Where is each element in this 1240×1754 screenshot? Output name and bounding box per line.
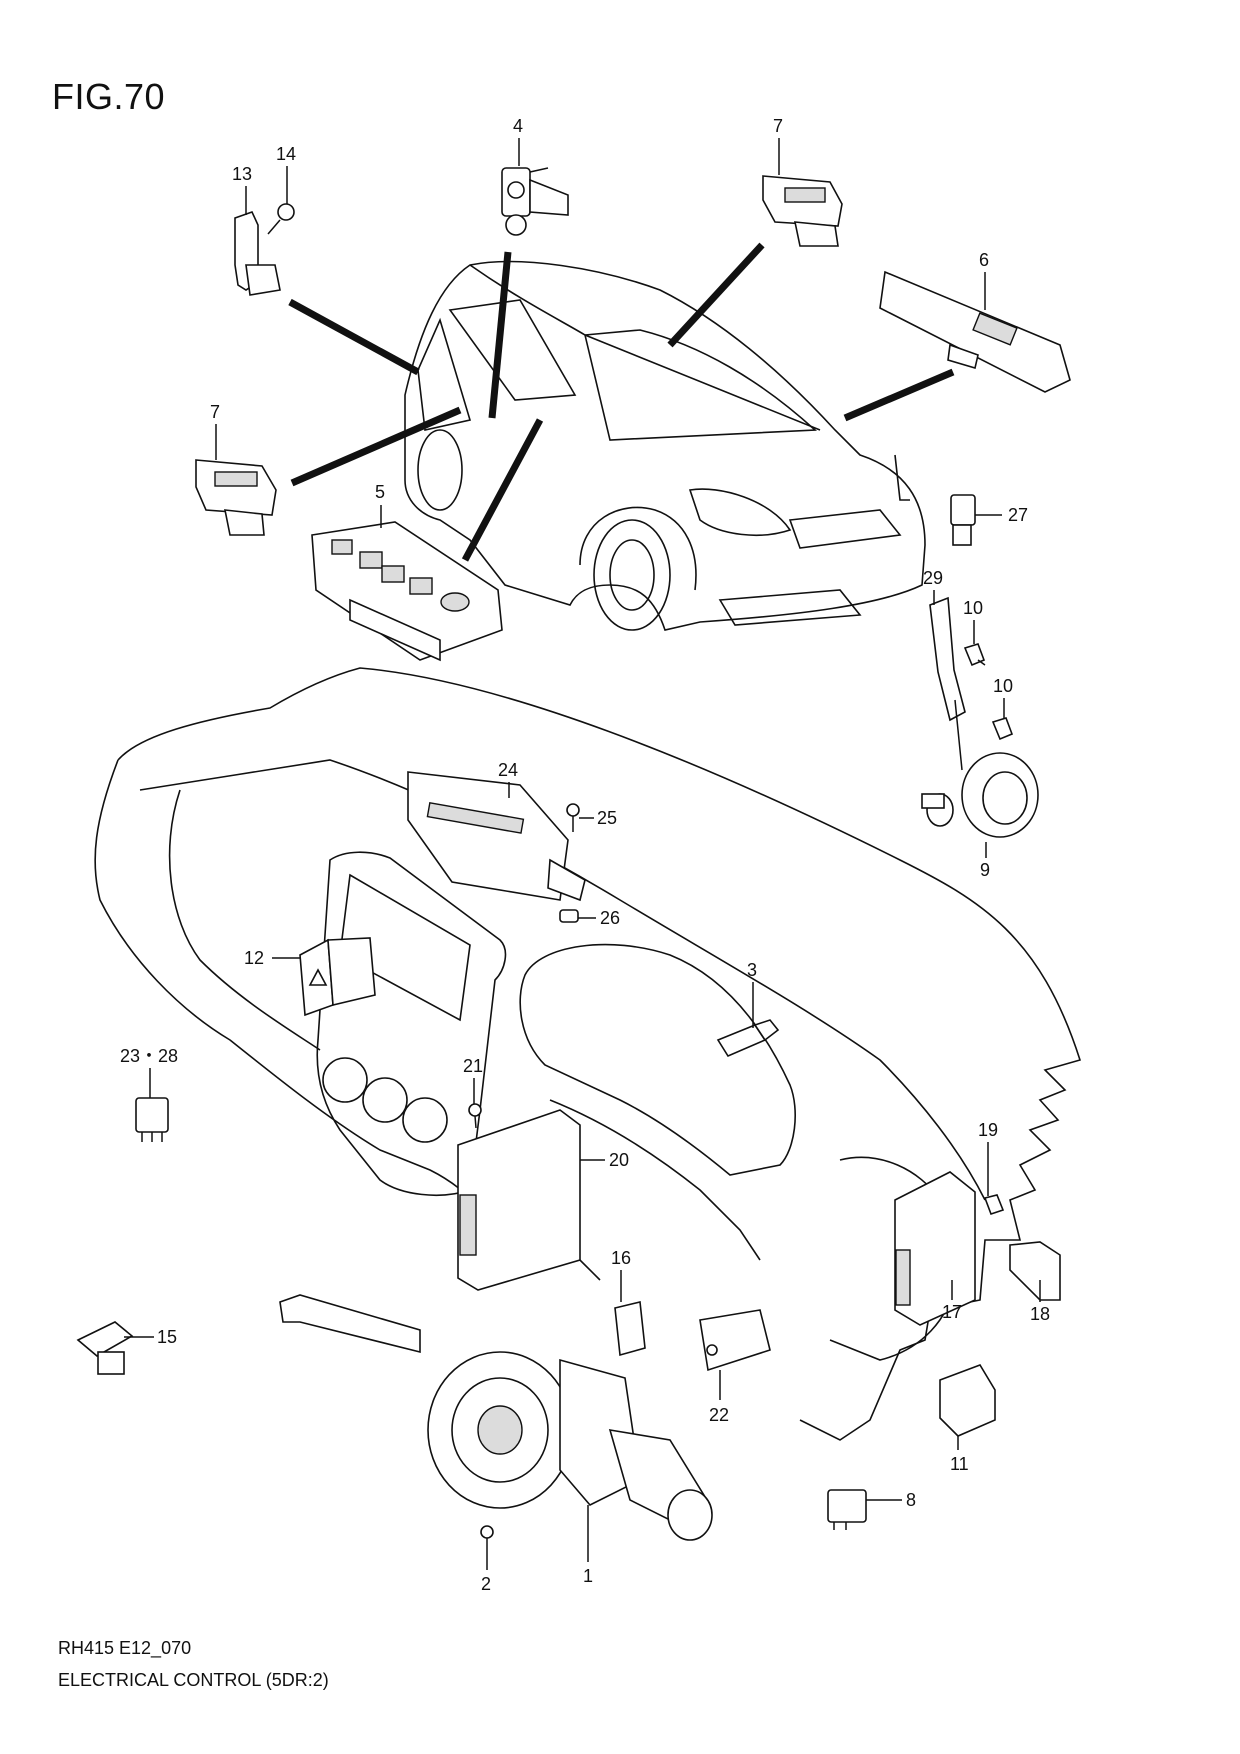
callout-labels: 13 14 4 7 6 7 5 27 29 10 10 9 24 25 26 1… (120, 116, 1050, 1594)
callout-3: 3 (747, 960, 757, 980)
callout-10-lower: 10 (993, 676, 1013, 696)
part-7-window-switch-left (195, 459, 277, 536)
part-7-window-switch-right (762, 175, 843, 247)
part-20-control-unit (457, 1109, 581, 1291)
part-6-panel-switch (879, 270, 1071, 393)
callout-21: 21 (463, 1056, 483, 1076)
callout-leaders (124, 138, 1041, 1570)
callout-27: 27 (1008, 505, 1028, 525)
diagram-code: RH415 E12_070 (58, 1638, 192, 1658)
callout-16: 16 (611, 1248, 631, 1268)
part-1-combination-switch (279, 1294, 713, 1541)
footer: RH415 E12_070 ELECTRICAL CONTROL (5DR:2) (58, 1632, 329, 1696)
callout-14: 14 (276, 144, 296, 164)
part-13-bracket (234, 211, 281, 296)
car-leader-lines (288, 242, 955, 562)
part-4-switch (501, 167, 569, 236)
callout-19: 19 (978, 1120, 998, 1140)
part-26-clip (559, 909, 579, 923)
callout-22: 22 (709, 1405, 729, 1425)
callout-8: 8 (906, 1490, 916, 1510)
part-14-bolt (267, 203, 295, 235)
callout-25: 25 (597, 808, 617, 828)
callout-7-right: 7 (773, 116, 783, 136)
part-24-display (407, 771, 586, 902)
part-10-bolt-upper (963, 643, 986, 667)
part-23-28-relay (135, 1097, 169, 1142)
callout-29: 29 (923, 568, 943, 588)
dashboard-illustration (94, 667, 1082, 1441)
part-12-hazard-switch (299, 937, 376, 1017)
part-15-socket (76, 1321, 134, 1375)
callout-23-28: 23・28 (120, 1046, 178, 1066)
part-17-control-unit (894, 1171, 976, 1326)
part-5-master-switch (311, 521, 503, 662)
callout-20: 20 (609, 1150, 629, 1170)
part-18-bracket (1009, 1241, 1061, 1301)
part-16-cap (614, 1301, 646, 1357)
callout-7-left: 7 (210, 402, 220, 422)
callout-24: 24 (498, 760, 518, 780)
part-8-relay (827, 1489, 867, 1530)
diagram-caption: ELECTRICAL CONTROL (5DR:2) (58, 1670, 329, 1690)
part-19-bolt (983, 1194, 1005, 1216)
part-25-screw (566, 803, 580, 832)
part-11-relay (939, 1364, 996, 1437)
figure-title: FIG.70 (52, 76, 166, 117)
part-21-screw (468, 1103, 482, 1129)
part-27-connector (950, 494, 976, 546)
part-10-bolt-lower (991, 717, 1014, 741)
callout-1: 1 (583, 1566, 593, 1586)
callout-13: 13 (232, 164, 252, 184)
callout-4: 4 (513, 116, 523, 136)
callout-9: 9 (980, 860, 990, 880)
callout-5: 5 (375, 482, 385, 502)
part-3-sensor (716, 1019, 780, 1058)
callout-2: 2 (481, 1574, 491, 1594)
callout-12: 12 (244, 948, 264, 968)
callout-6: 6 (979, 250, 989, 270)
callout-11: 11 (950, 1454, 969, 1474)
part-22-switch (699, 1309, 771, 1372)
part-29-bracket (929, 596, 966, 722)
callout-26: 26 (600, 908, 620, 928)
car-illustration (404, 260, 926, 631)
callout-17: 17 (942, 1302, 962, 1322)
callout-15: 15 (157, 1327, 177, 1347)
callout-18: 18 (1030, 1304, 1050, 1324)
callout-10-upper: 10 (963, 598, 983, 618)
part-9-horn (921, 699, 1039, 838)
part-2-screw (480, 1525, 494, 1550)
